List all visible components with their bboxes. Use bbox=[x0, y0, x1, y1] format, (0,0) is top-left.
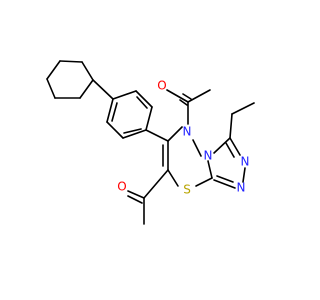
bond bbox=[192, 139, 202, 157]
bond bbox=[229, 113, 233, 139]
atom-n-triazole-lower: N bbox=[237, 181, 246, 195]
bond bbox=[46, 60, 61, 80]
molecule-canvas: N N N N O O S bbox=[46, 60, 255, 225]
bond bbox=[167, 126, 183, 142]
cyclohexyl-group bbox=[46, 60, 114, 100]
bond bbox=[135, 90, 153, 108]
bond bbox=[166, 89, 189, 103]
phenyl-ring bbox=[106, 90, 169, 142]
bond bbox=[106, 121, 124, 139]
bond bbox=[59, 60, 83, 63]
atom-s-ring: S bbox=[183, 183, 191, 197]
bond bbox=[136, 96, 148, 109]
bond bbox=[127, 195, 143, 204]
bond bbox=[179, 99, 188, 106]
atom-o-acetyl-left: O bbox=[117, 180, 126, 194]
bond bbox=[79, 79, 94, 99]
bond bbox=[242, 167, 246, 183]
atom-o-acetyl-top: O bbox=[157, 79, 166, 93]
bond bbox=[145, 106, 153, 131]
bond bbox=[207, 160, 213, 179]
bond bbox=[145, 129, 169, 142]
n-acetyl-group bbox=[166, 89, 211, 125]
c-acetyl-group bbox=[127, 169, 169, 225]
ethyl-group bbox=[229, 102, 255, 139]
bond bbox=[143, 169, 169, 199]
bond bbox=[122, 129, 147, 139]
atom-n-ring: N bbox=[183, 125, 192, 139]
atom-n-bridge: N bbox=[204, 149, 213, 163]
bond bbox=[195, 177, 213, 187]
bond bbox=[106, 98, 114, 123]
bond bbox=[187, 89, 211, 103]
bond bbox=[111, 102, 118, 122]
bond bbox=[229, 137, 241, 156]
thiadiazine-ring bbox=[162, 126, 213, 187]
bond bbox=[225, 142, 235, 158]
triazole-ring bbox=[213, 137, 246, 189]
bond bbox=[216, 175, 234, 183]
atom-n-triazole: N bbox=[241, 155, 250, 169]
bond bbox=[182, 93, 192, 100]
bond bbox=[127, 190, 145, 199]
bond bbox=[167, 169, 179, 187]
bond bbox=[123, 128, 142, 134]
bond bbox=[213, 179, 236, 189]
structure-drawing: N N N N O O S bbox=[46, 60, 255, 225]
bond bbox=[46, 78, 56, 99]
bond bbox=[81, 61, 94, 81]
bond bbox=[213, 137, 231, 154]
bond bbox=[112, 90, 137, 100]
bond bbox=[92, 79, 114, 100]
bond bbox=[231, 102, 255, 115]
